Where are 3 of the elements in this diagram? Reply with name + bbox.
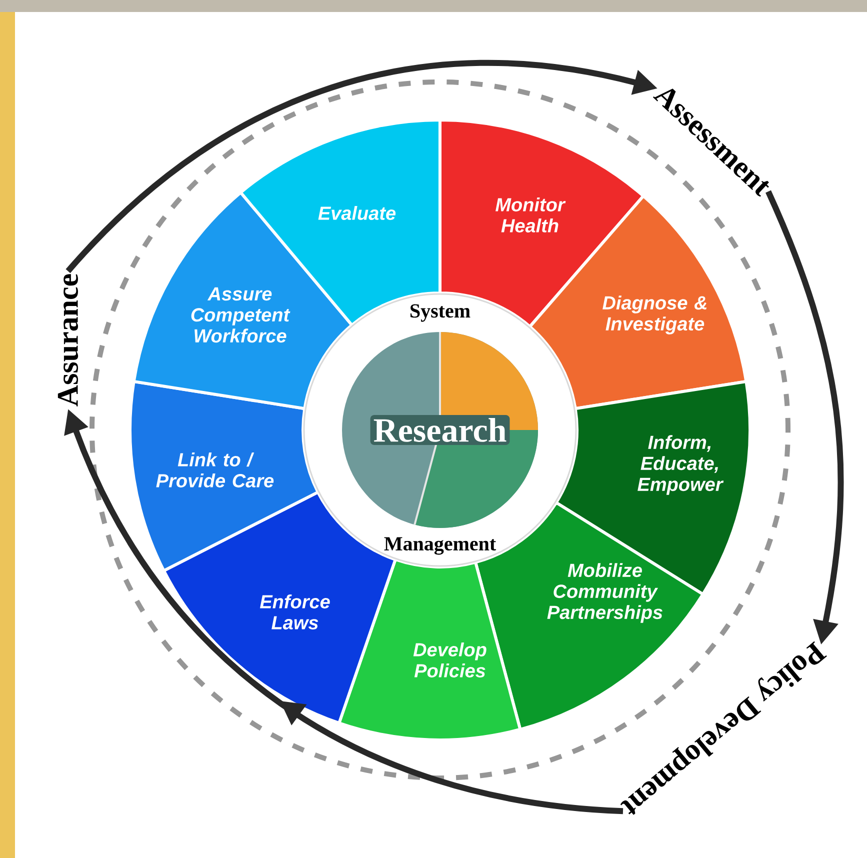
phase-label: Assurance (58, 274, 78, 406)
wedge-segment: Develop Policies (338, 558, 522, 742)
wedge-segment: Link to / Provide Care (128, 380, 320, 572)
